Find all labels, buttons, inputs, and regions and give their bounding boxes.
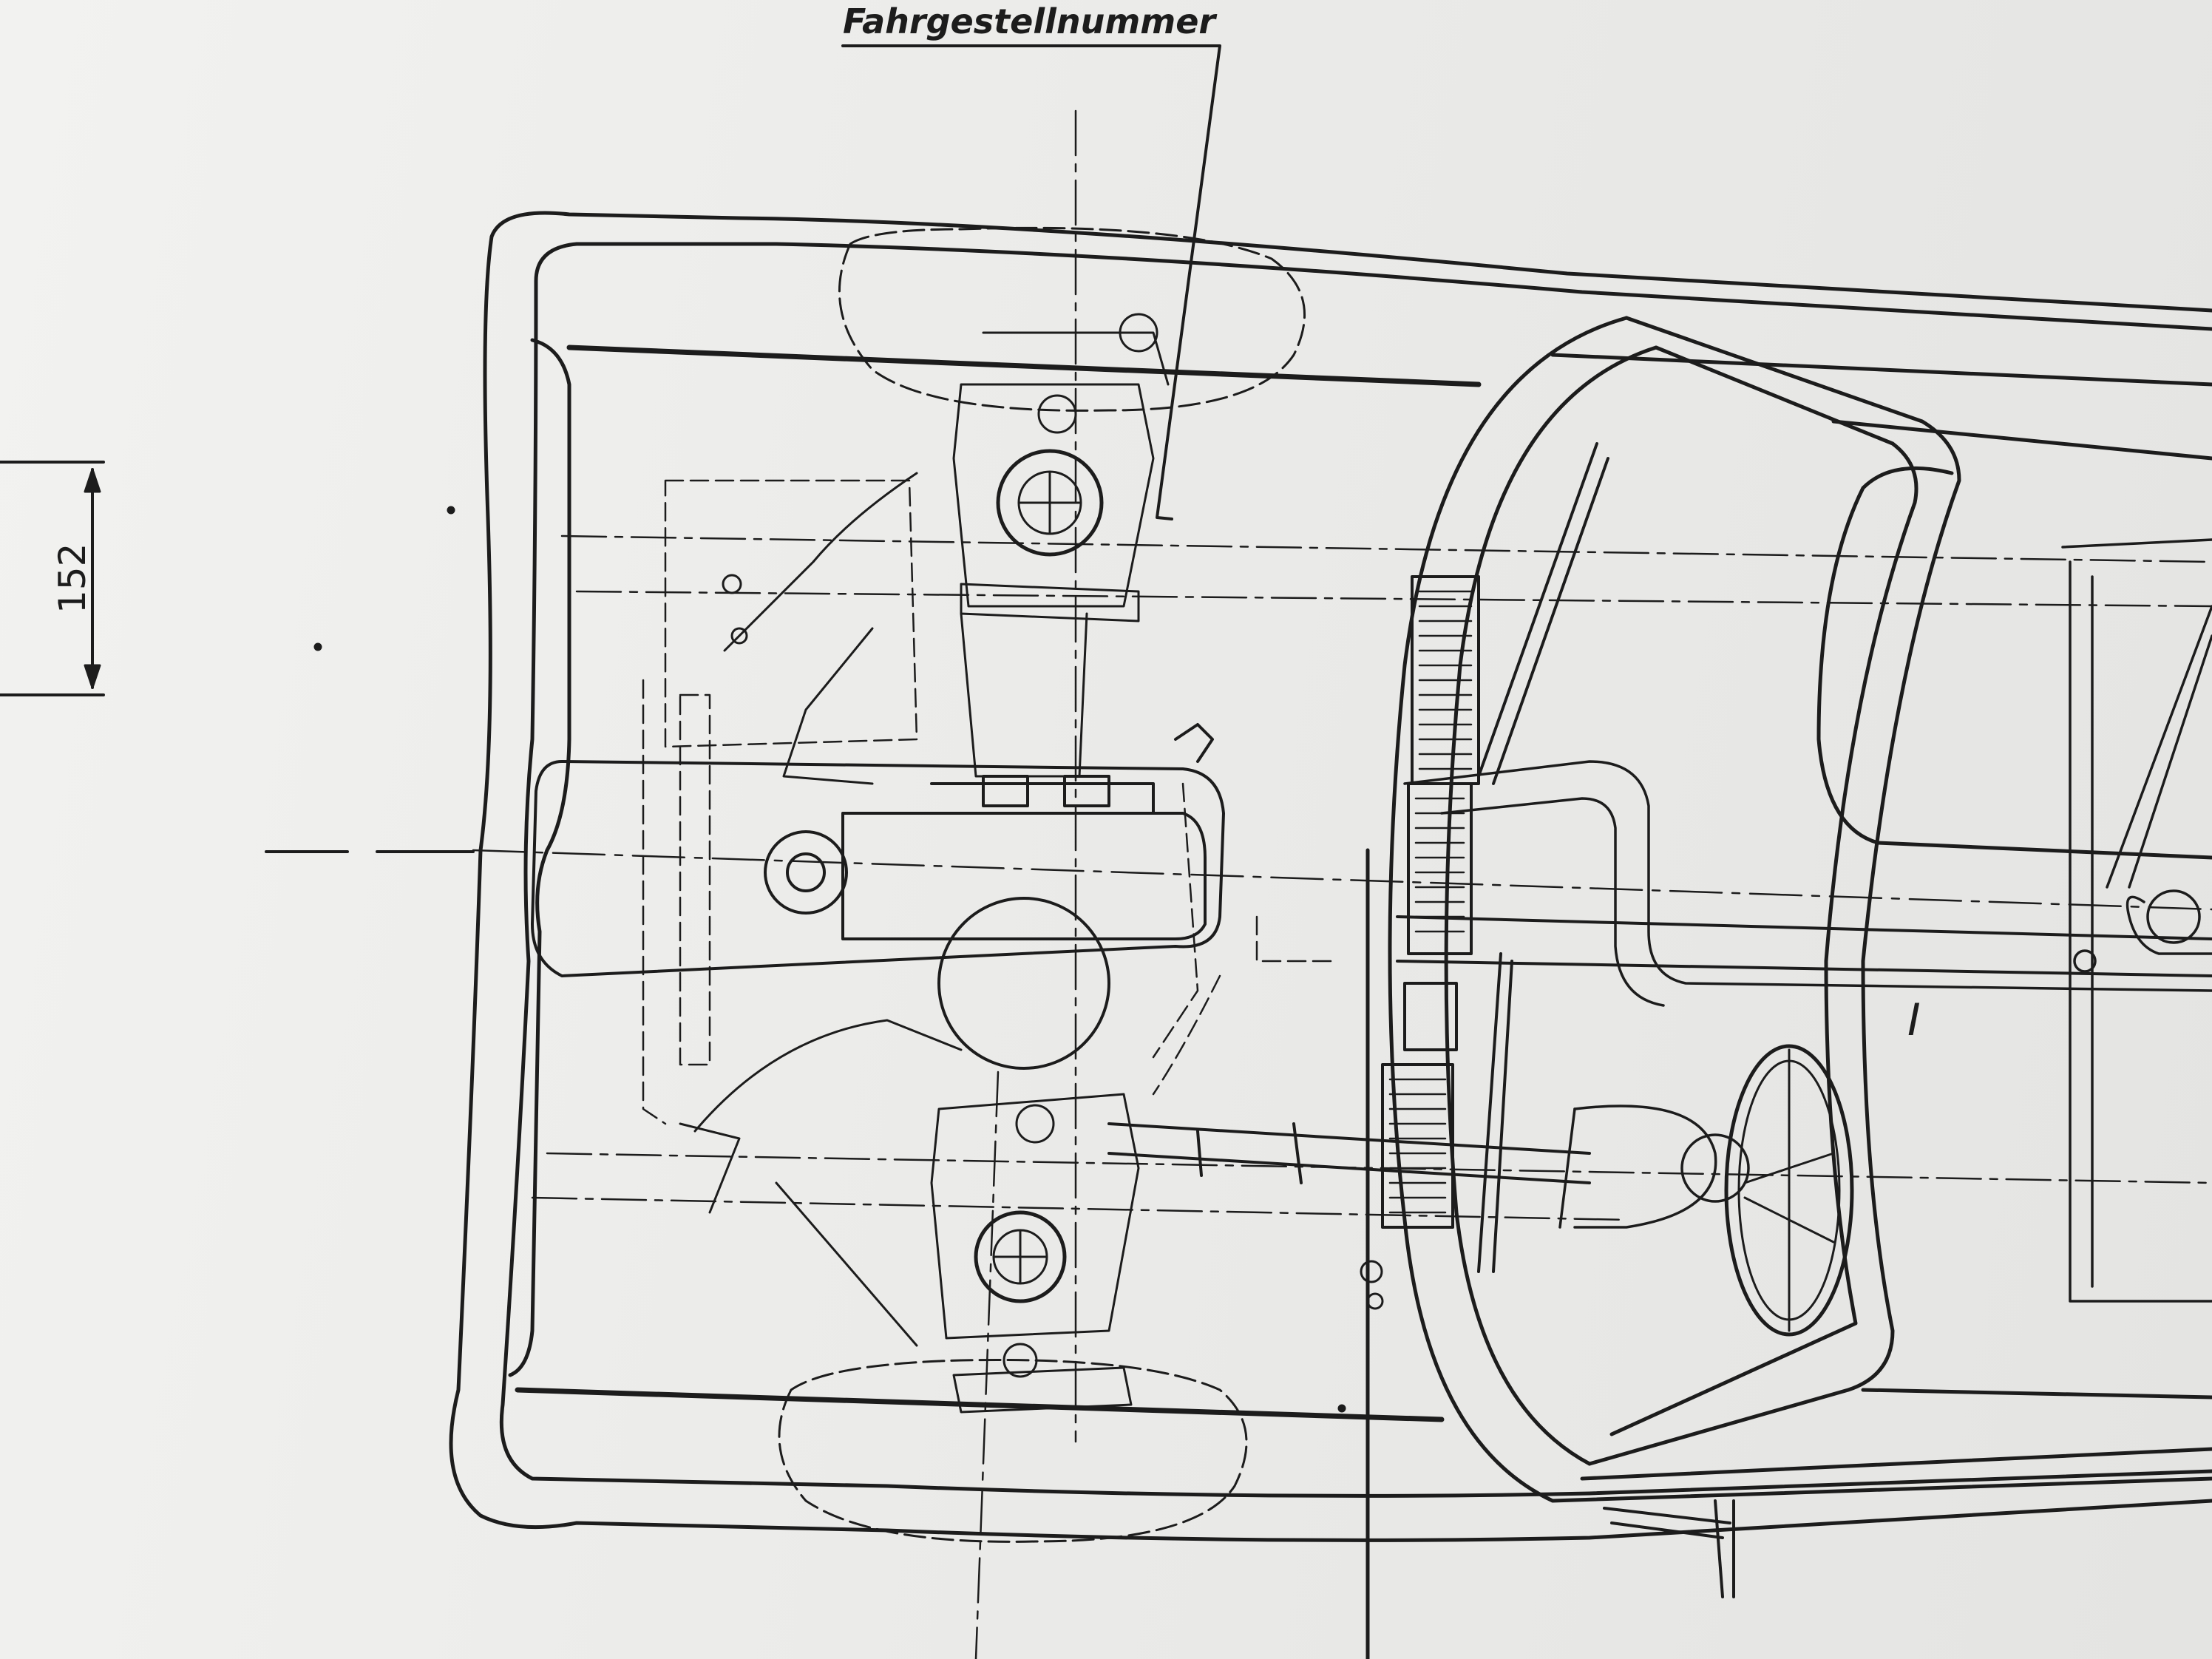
cowl-vents (1381, 575, 1480, 1229)
cabin-interior (1403, 538, 2212, 1303)
steering-shaft (1107, 848, 2212, 1659)
fasteners (313, 506, 1384, 1413)
windscreen (1388, 316, 2212, 1503)
car-body-outline (449, 211, 2212, 1542)
front-wheel-top (838, 226, 1306, 412)
chassis-number-leader (841, 44, 1221, 520)
upper-suspension (723, 313, 1170, 785)
dimension-152-label: 152 (51, 543, 94, 614)
steering-wheel (1724, 1044, 1854, 1337)
construction-lines (531, 109, 2212, 1659)
wiper-arms (1477, 442, 1609, 1273)
radiator-frame (642, 479, 1332, 1125)
engine-block (531, 723, 1225, 1070)
door-hinge (1603, 1499, 1735, 1598)
dimension-152: 152 (0, 461, 105, 696)
center-axis-line (472, 849, 2212, 911)
front-wheel-bottom (778, 1359, 1248, 1543)
roman-numeral-label: I (1907, 994, 1921, 1046)
lower-suspension (679, 1019, 1140, 1414)
chassis-number-label: Fahrgestellnummer (843, 1, 1218, 41)
rear-mechanism (2073, 605, 2212, 973)
